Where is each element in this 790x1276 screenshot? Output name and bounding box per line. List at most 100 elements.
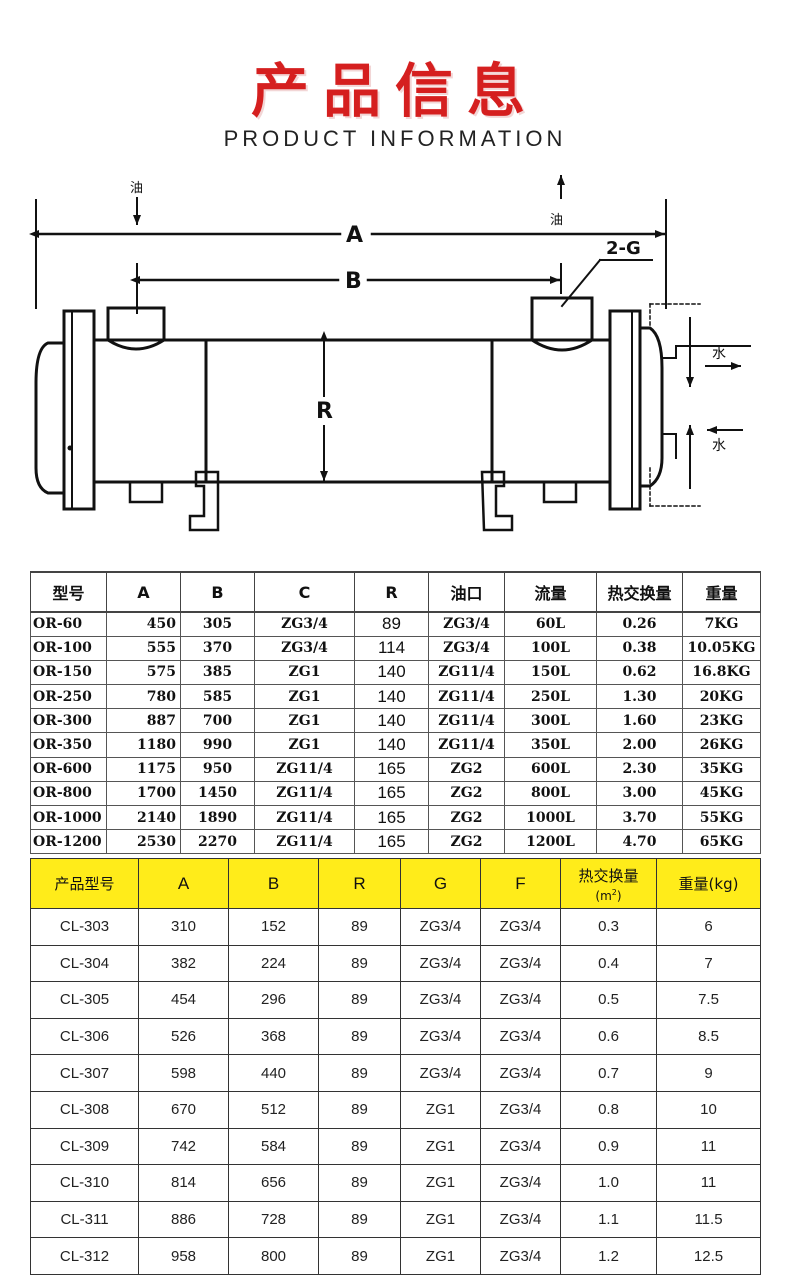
table-cell: ZG3/4	[400, 1054, 481, 1092]
table-cell: 555	[106, 635, 181, 661]
table-cell: 780	[106, 684, 181, 710]
table-cell: 600L	[504, 756, 597, 782]
table-cell: 1000L	[504, 804, 597, 831]
table-cell: ZG3/4	[480, 1164, 561, 1202]
table-cell: 2530	[106, 829, 181, 855]
model-cell: CL-307	[30, 1054, 139, 1092]
table-cell: ZG2	[428, 780, 505, 807]
table-cell: 8.5	[656, 1017, 761, 1056]
table-cell: ZG11/4	[428, 684, 505, 710]
table-cell: 100L	[504, 635, 597, 661]
table-cell: 2270	[180, 829, 255, 855]
table-cell: 89	[318, 1164, 401, 1202]
table-cell: 887	[106, 708, 181, 734]
heat-exchanger-diagram: 油 油 A B R 2-G 水 水	[29, 175, 751, 532]
table-cell: ZG11/4	[254, 804, 355, 831]
table-cell: 742	[138, 1127, 229, 1166]
model-cell: OR-100	[30, 635, 107, 661]
table-cell: ZG3/4	[400, 1017, 481, 1056]
table-cell: 0.5	[560, 981, 657, 1019]
table-cell: 6	[656, 908, 761, 946]
or-header-cell: 型号	[30, 571, 107, 613]
model-cell: OR-250	[30, 684, 107, 710]
table-cell: 1890	[180, 804, 255, 831]
table-cell: 0.7	[560, 1054, 657, 1092]
table-cell: 656	[228, 1164, 319, 1202]
table-cell: ZG11/4	[254, 780, 355, 807]
table-cell: 0.3	[560, 908, 657, 946]
table-cell: ZG3/4	[480, 908, 561, 946]
table-cell: ZG3/4	[480, 1054, 561, 1092]
table-cell: 0.8	[560, 1090, 657, 1129]
cl-header-f: F	[480, 858, 561, 909]
dimension-b-label: B	[345, 269, 362, 294]
model-cell: OR-150	[30, 659, 107, 686]
table-cell: 0.38	[596, 635, 683, 661]
table-cell: 55KG	[682, 804, 761, 831]
page-subtitle: PRODUCT INFORMATION	[223, 126, 567, 151]
table-cell: 1180	[106, 732, 181, 758]
table-cell: 114	[354, 635, 429, 661]
or-header-cell: 热交换量	[596, 571, 683, 613]
table-cell: ZG1	[400, 1090, 481, 1129]
page-title: 产品信息	[250, 57, 539, 125]
table-cell: 165	[354, 756, 429, 782]
table-cell: 0.4	[560, 944, 657, 983]
table-cell: 10	[656, 1090, 761, 1129]
model-cell: CL-304	[30, 944, 139, 983]
port-2g-label: 2-G	[606, 238, 641, 259]
table-cell: 10.05KG	[682, 635, 761, 661]
table-cell: 1.30	[596, 684, 683, 710]
table-cell: 89	[318, 1127, 401, 1166]
table-cell: 165	[354, 829, 429, 855]
model-cell: OR-600	[30, 756, 107, 782]
cl-header-g: G	[400, 858, 481, 909]
table-cell: 89	[318, 1237, 401, 1275]
cl-table-header-row: 产品型号 A B R G F 热交换量 (m2) 重量(kg)	[30, 858, 761, 909]
table-cell: 9	[656, 1054, 761, 1092]
table-cell: 526	[138, 1017, 229, 1056]
table-cell: 20KG	[682, 684, 761, 710]
dimension-r-label: R	[316, 399, 333, 424]
table-cell: 814	[138, 1164, 229, 1202]
table-cell: ZG3/4	[480, 1017, 561, 1056]
table-cell: 45KG	[682, 780, 761, 807]
table-cell: 7	[656, 944, 761, 983]
table-cell: ZG1	[400, 1237, 481, 1275]
model-cell: CL-305	[30, 981, 139, 1019]
table-cell: 728	[228, 1200, 319, 1239]
table-cell: 7KG	[682, 611, 761, 637]
table-cell: 440	[228, 1054, 319, 1092]
or-header-cell: 重量	[682, 571, 761, 613]
model-cell: CL-309	[30, 1127, 139, 1166]
table-cell: 800L	[504, 780, 597, 807]
table-cell: 958	[138, 1237, 229, 1275]
table-cell: 585	[180, 684, 255, 710]
table-cell: 250L	[504, 684, 597, 710]
table-cell: 165	[354, 804, 429, 831]
table-cell: ZG1	[400, 1164, 481, 1202]
table-cell: 350L	[504, 732, 597, 758]
table-cell: 140	[354, 732, 429, 758]
table-cell: 89	[318, 981, 401, 1019]
table-cell: 1175	[106, 756, 181, 782]
table-cell: 0.6	[560, 1017, 657, 1056]
table-cell: 584	[228, 1127, 319, 1166]
table-cell: 454	[138, 981, 229, 1019]
table-cell: 700	[180, 708, 255, 734]
or-header-cell: R	[354, 571, 429, 613]
table-cell: ZG3/4	[254, 611, 355, 637]
table-cell: 152	[228, 908, 319, 946]
table-cell: 224	[228, 944, 319, 983]
